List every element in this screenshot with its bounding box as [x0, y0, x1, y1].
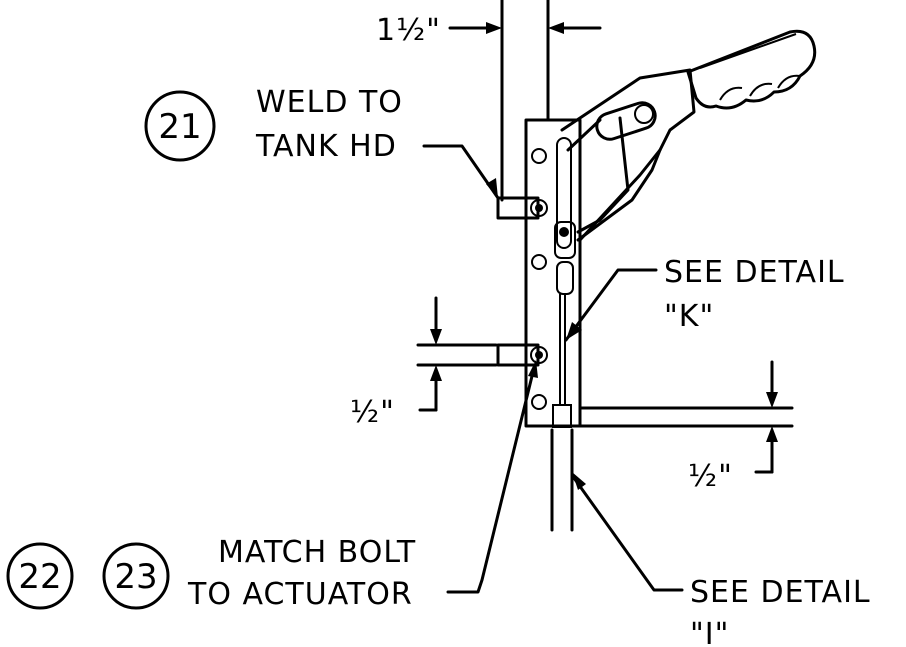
- right-dimension-value: ½": [688, 459, 733, 494]
- mounting-plate: [524, 118, 582, 428]
- see-detail-k: SEE DETAIL "K": [564, 255, 845, 342]
- see-detail-i-line2: "I": [690, 617, 729, 647]
- callout-22-number: 22: [18, 557, 61, 597]
- see-detail-k-line2: "K": [664, 299, 714, 334]
- tank-head-bracket-upper: [496, 196, 548, 220]
- right-dimension: ½": [688, 360, 778, 494]
- actuator-linkage: [554, 221, 576, 405]
- tank-head-bracket-lower: [496, 343, 548, 367]
- see-detail-i-line1: SEE DETAIL: [690, 575, 871, 610]
- see-detail-i: SEE DETAIL "I": [572, 472, 871, 647]
- handle-lever: [560, 68, 696, 242]
- callout-21: 21: [144, 90, 216, 162]
- top-dimension-value: 1½": [376, 13, 441, 48]
- vertical-pipe: [500, 0, 574, 532]
- callout-23-number: 23: [114, 557, 157, 597]
- match-bolt-label: MATCH BOLT TO ACTUATOR: [187, 360, 538, 612]
- left-dimension: ½": [350, 296, 498, 430]
- callout-22: 22: [6, 542, 74, 610]
- weld-label-line2: TANK HD: [255, 129, 397, 164]
- weld-to-tank-label: WELD TO TANK HD: [255, 85, 500, 200]
- top-dimension: 1½": [376, 13, 602, 48]
- left-dimension-value: ½": [350, 395, 395, 430]
- callout-21-number: 21: [158, 107, 201, 147]
- weld-label-line1: WELD TO: [256, 85, 403, 120]
- match-label-line1: MATCH BOLT: [218, 535, 416, 570]
- callout-23: 23: [102, 542, 170, 610]
- handle-grip: [686, 29, 817, 110]
- match-label-line2: TO ACTUATOR: [187, 577, 413, 612]
- see-detail-k-line1: SEE DETAIL: [664, 255, 845, 290]
- tank-head-right: [578, 406, 794, 428]
